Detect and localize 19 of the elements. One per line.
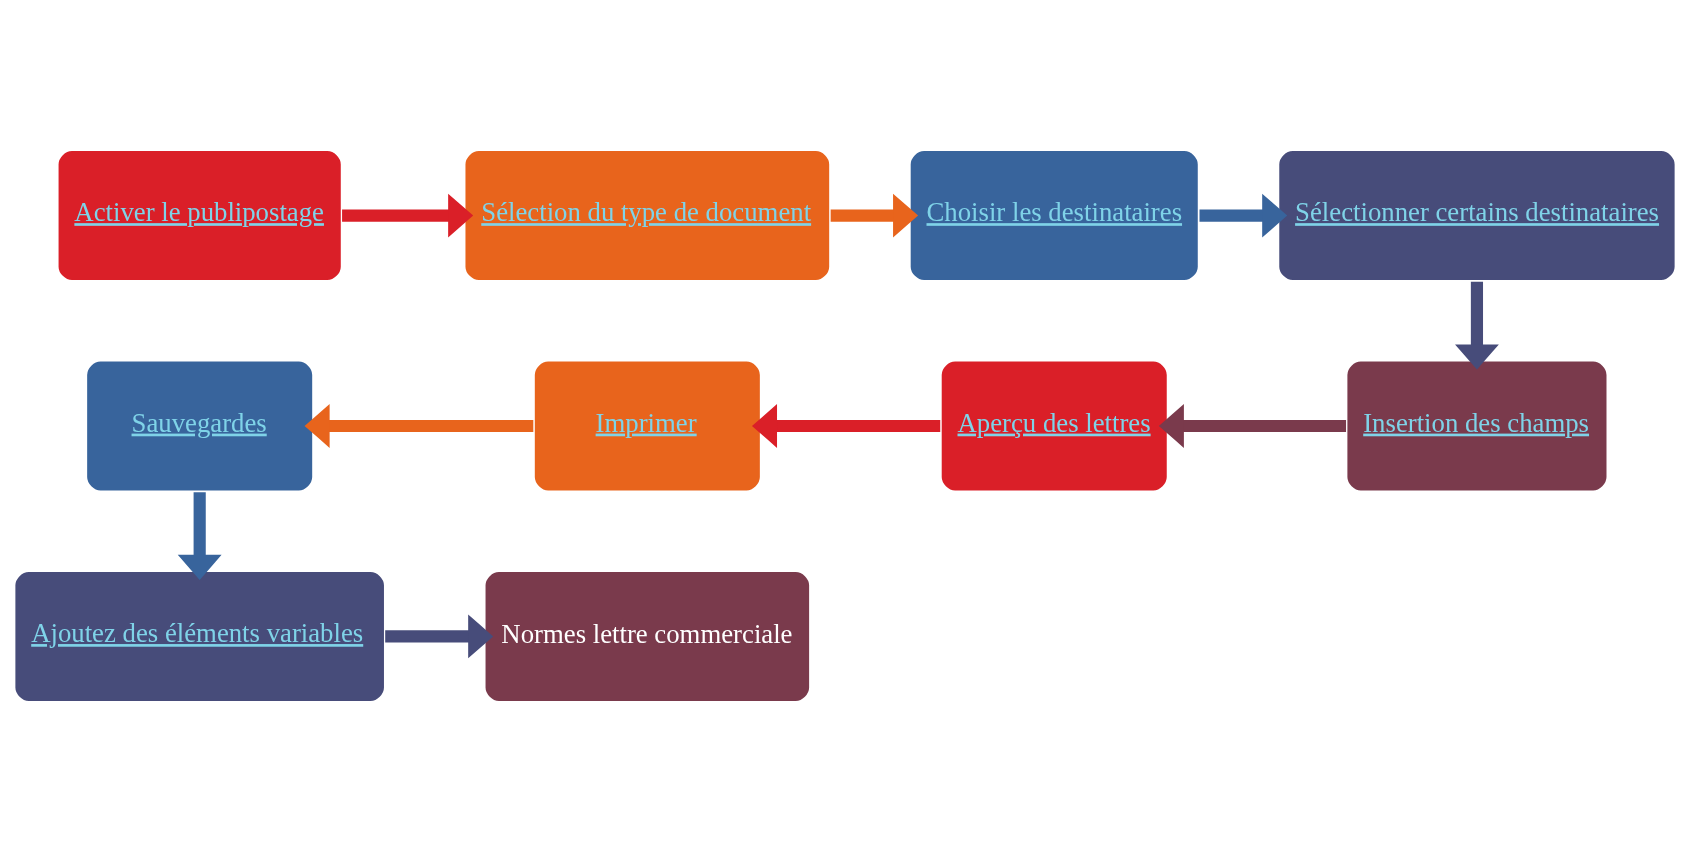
arrow xyxy=(1199,193,1288,237)
arrow xyxy=(342,193,474,237)
node-box: Sélection du type de document xyxy=(463,148,832,282)
arrow xyxy=(304,403,534,448)
arrow xyxy=(752,403,941,448)
node-box: Imprimer xyxy=(532,358,763,493)
node-box: Sauvegardes xyxy=(84,358,315,493)
arrow xyxy=(385,614,494,658)
node-box: Choisir les destinataires xyxy=(908,148,1201,282)
arrow xyxy=(1455,281,1499,369)
node-box: Ajoutez des éléments variables xyxy=(12,569,387,703)
node-box: Normes lettre commerciale xyxy=(483,569,812,703)
arrow xyxy=(1158,403,1347,448)
arrow xyxy=(830,193,919,237)
node-box: Insertion des champs xyxy=(1344,358,1609,493)
node-box: Aperçu des lettres xyxy=(939,358,1170,493)
node-box: Sélectionner certains destinataires xyxy=(1276,148,1678,282)
arrow xyxy=(177,491,222,580)
node-box: Activer le publipostage xyxy=(56,148,344,282)
